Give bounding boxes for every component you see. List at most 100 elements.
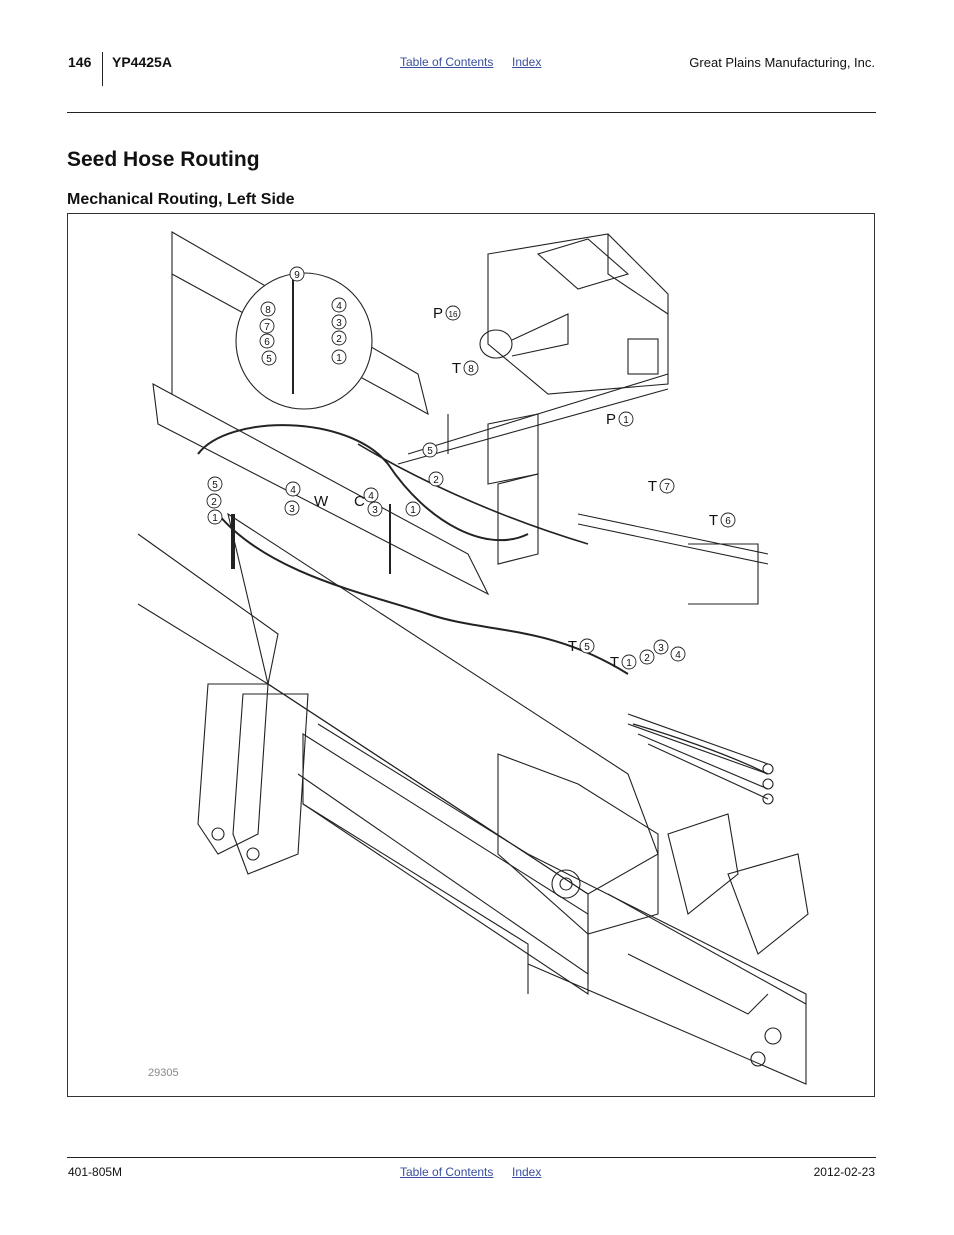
callout-number: 4 — [368, 491, 374, 502]
callout-item: 2 — [639, 649, 655, 665]
callout-circle — [653, 639, 669, 655]
callout-number: 8 — [468, 364, 474, 375]
callout-item: 6 — [259, 333, 275, 349]
callout-number: 1 — [336, 353, 342, 364]
footer-toc-link[interactable]: Table of Contents — [400, 1165, 494, 1179]
callout-circle — [261, 350, 277, 366]
callout-circle — [579, 638, 595, 654]
document-number: 401-805M — [68, 1165, 123, 1179]
callout-number: 9 — [294, 270, 300, 281]
callout-circle — [331, 314, 347, 330]
callout-item: 4 — [363, 487, 379, 503]
callout-number: 2 — [644, 653, 650, 664]
callout-item: 1 — [331, 349, 347, 365]
callout-letter: T — [610, 654, 619, 671]
callout-circle — [331, 349, 347, 365]
callout-circle — [621, 654, 637, 670]
callout-item: 4 — [331, 297, 347, 313]
footer-rule — [67, 1157, 876, 1158]
callout-item: 3 — [367, 501, 383, 517]
section-subtitle: Mechanical Routing, Left Side — [67, 191, 295, 208]
callout-item: 5 — [207, 476, 223, 492]
callout-circle — [363, 487, 379, 503]
callout-circle — [260, 301, 276, 317]
callout-letter: T — [709, 512, 718, 529]
callout-item: 5 — [422, 442, 438, 458]
side-label: W — [314, 493, 329, 510]
callout-circle — [422, 442, 438, 458]
callout-number: 4 — [336, 301, 342, 312]
callout-number: 3 — [336, 318, 342, 329]
callout-circle — [445, 305, 461, 321]
callout-number: 6 — [725, 516, 731, 527]
model-number: YP4425A — [112, 54, 172, 70]
callout-item: 4 — [670, 646, 686, 662]
callout-number: 5 — [427, 446, 433, 457]
callout-number: 3 — [289, 504, 295, 515]
callout-circle — [720, 512, 736, 528]
callout-item: 2 — [331, 330, 347, 346]
callout-number: 6 — [264, 337, 270, 348]
callout-item: 2 — [428, 471, 444, 487]
callout-number: 2 — [336, 334, 342, 345]
callout-item: 7 — [259, 318, 275, 334]
callout-item: 1 — [207, 509, 223, 525]
callout-number: 4 — [675, 650, 681, 661]
callout-number: 4 — [290, 485, 296, 496]
callout-number: 7 — [664, 482, 670, 493]
callout-number: 7 — [264, 322, 270, 333]
callout-number: 2 — [211, 497, 217, 508]
callout-item: 2 — [206, 493, 222, 509]
side-label: C — [354, 493, 365, 510]
callout-number: 8 — [265, 305, 271, 316]
callout-circle — [618, 411, 634, 427]
callout-item: 8 — [260, 301, 276, 317]
callout-letter: T — [568, 638, 577, 655]
callout-letter: T — [648, 478, 657, 495]
callout-circle — [284, 500, 300, 516]
callout-number: 5 — [584, 642, 590, 653]
callout-letter: P — [433, 305, 443, 322]
callout-circle — [639, 649, 655, 665]
callout-circle — [670, 646, 686, 662]
callout-number: 3 — [372, 505, 378, 516]
callout-letter: T — [452, 360, 461, 377]
callout-number: 16 — [449, 310, 458, 319]
callout-item: 9 — [289, 266, 305, 282]
callout-circle — [285, 481, 301, 497]
callout-circle — [259, 318, 275, 334]
header-divider — [102, 52, 103, 86]
callout-number: 2 — [433, 475, 439, 486]
callout-circle — [463, 360, 479, 376]
figure-number: 29305 — [148, 1067, 179, 1079]
callout-item: 3 — [331, 314, 347, 330]
callout-circle — [659, 478, 675, 494]
callout-number: 5 — [266, 354, 272, 365]
header-toc-link[interactable]: Table of Contents — [400, 55, 494, 69]
page-title: Seed Hose Routing — [67, 148, 260, 171]
callout-circle — [331, 297, 347, 313]
callout-circle — [207, 476, 223, 492]
callout-number: 1 — [212, 513, 218, 524]
callout-circle — [405, 501, 421, 517]
footer-index-link[interactable]: Index — [512, 1165, 542, 1179]
callout-circle — [207, 509, 223, 525]
callout-item: 5 — [261, 350, 277, 366]
callout-item: 3 — [653, 639, 669, 655]
callout-number: 1 — [623, 415, 629, 426]
callout-item: 1 — [405, 501, 421, 517]
callout-item: P 16 — [433, 305, 461, 322]
callout-circle — [259, 333, 275, 349]
revision-date: 2012-02-23 — [813, 1165, 875, 1179]
callout-circle — [331, 330, 347, 346]
callout-number: 5 — [212, 480, 218, 491]
header-index-link[interactable]: Index — [512, 55, 542, 69]
